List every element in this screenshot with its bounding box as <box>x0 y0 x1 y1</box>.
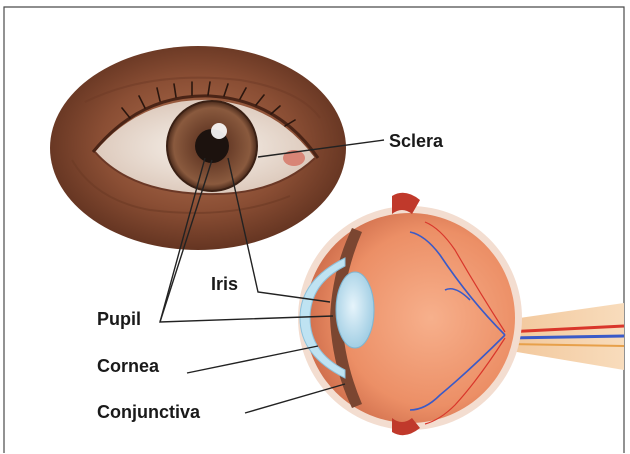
vein <box>505 336 624 338</box>
label-pupil: Pupil <box>97 310 141 328</box>
eyeball-cross-section <box>298 193 624 435</box>
label-cornea: Cornea <box>97 357 159 375</box>
label-sclera: Sclera <box>389 132 443 150</box>
external-eye <box>50 46 346 250</box>
light-reflection <box>211 123 227 139</box>
label-iris: Iris <box>211 275 238 293</box>
lens <box>336 272 374 348</box>
label-conjunctiva: Conjunctiva <box>97 403 200 421</box>
